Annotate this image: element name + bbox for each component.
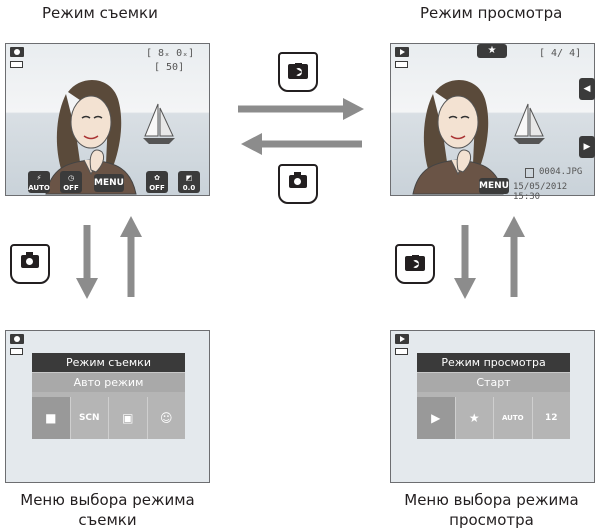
camera-icon — [21, 252, 39, 268]
playback-menu-caption: Меню выбора режима просмотра — [384, 490, 599, 530]
scene-icon: SCN — [78, 413, 100, 423]
exposure-value: 0.0 — [182, 184, 196, 192]
exposure-compensation-button[interactable]: ◩ 0.0 — [178, 171, 200, 193]
camera-icon — [289, 172, 307, 188]
self-timer-label: OFF — [63, 184, 79, 192]
playback-mode-menu-screen: Режим просмотра Старт ▶ ★ AUTO 12 — [390, 330, 595, 483]
play-icon — [405, 255, 425, 271]
shooting-menu-selected: Авто режим — [32, 372, 185, 392]
chevron-right-icon: ▶ — [583, 142, 591, 152]
shooting-mode-title: Режим съемки — [42, 4, 158, 22]
shooting-screen: [ 8ₓ 0ₓ] [ 50] ⚡ AUTO ◷ OFF MENU ✿ OFF ◩… — [5, 43, 210, 196]
shooting-mode-menu-screen: Режим съемки Авто режим ■ SCN ▣ ☺ — [5, 330, 210, 483]
list-by-date-icon: 12 — [544, 413, 558, 423]
playback-mode-icon — [395, 334, 409, 344]
playback-key-bottom[interactable] — [395, 244, 435, 284]
play-icon — [288, 63, 308, 79]
battery-icon — [395, 61, 408, 68]
smart-portrait-option[interactable]: ☺ — [148, 397, 186, 439]
battery-icon — [10, 61, 23, 68]
menu-label: MENU — [94, 178, 124, 188]
frame-counter: [ 4/ 4] — [539, 48, 582, 59]
playback-menu-selected: Старт — [417, 372, 570, 392]
menu-button[interactable]: MENU — [94, 174, 124, 192]
shooting-mode-icon — [10, 334, 24, 344]
exposures-remaining: [ 50] — [154, 62, 185, 73]
flash-mode-label: AUTO — [28, 184, 50, 192]
shooting-key-bottom[interactable] — [10, 244, 50, 284]
sailboat-illustration — [513, 103, 545, 144]
special-effects-icon: ▣ — [122, 411, 134, 425]
flash-mode-button[interactable]: ⚡ AUTO — [28, 171, 50, 193]
shooting-menu-header: Режим съемки — [32, 353, 185, 372]
macro-mode-label: OFF — [149, 184, 165, 192]
shooting-mode-icon — [10, 47, 24, 57]
special-effects-option[interactable]: ▣ — [109, 397, 148, 439]
play-icon: ▶ — [431, 411, 441, 425]
shooting-menu-panel: Режим съемки Авто режим ■ SCN ▣ ☺ — [32, 353, 185, 439]
shooting-key[interactable] — [278, 164, 318, 204]
playback-menu-button[interactable]: MENU — [479, 178, 509, 194]
smart-portrait-icon: ☺ — [159, 411, 173, 425]
favorites-option[interactable]: ★ — [456, 397, 494, 439]
timestamp: 15/05/2012 15:30 — [513, 182, 568, 202]
image-mode-readout: [ 8ₓ 0ₓ] — [146, 48, 195, 59]
auto-sort-icon: AUTO — [501, 414, 524, 422]
favorites-icon: ★ — [468, 411, 480, 425]
shooting-menu-caption-line2: съемки — [78, 511, 137, 529]
auto-mode-option[interactable]: ■ — [32, 397, 71, 439]
exposure-icon: ◩ — [185, 174, 193, 182]
previous-image-button[interactable]: ◀ — [579, 78, 595, 100]
battery-icon — [395, 348, 408, 355]
scene-mode-option[interactable]: SCN — [71, 397, 109, 439]
chevron-left-icon: ◀ — [583, 84, 591, 94]
auto-sort-option[interactable]: AUTO — [494, 397, 533, 439]
self-timer-button[interactable]: ◷ OFF — [60, 171, 82, 193]
file-icon — [525, 168, 534, 178]
shooting-menu-caption-line1: Меню выбора режима — [20, 491, 195, 509]
list-by-date-option[interactable]: 12 — [533, 397, 571, 439]
playback-mode-icon — [395, 47, 409, 57]
playback-screen: ★ [ 4/ 4] ◀ ▶ 0004.JPG MENU 15/05/2012 1… — [390, 43, 595, 202]
star-icon: ★ — [487, 45, 497, 56]
playback-menu-header: Режим просмотра — [417, 353, 570, 372]
next-image-button[interactable]: ▶ — [579, 136, 595, 158]
flash-icon: ⚡ — [36, 174, 42, 182]
camera-icon: ■ — [45, 411, 57, 425]
shooting-menu-caption: Меню выбора режима съемки — [0, 490, 215, 530]
sailboat-illustration — [143, 103, 175, 144]
menu-label: MENU — [479, 181, 509, 191]
battery-icon — [10, 348, 23, 355]
playback-key[interactable] — [278, 52, 318, 92]
macro-icon: ✿ — [154, 174, 160, 182]
playback-menu-panel: Режим просмотра Старт ▶ ★ AUTO 12 — [417, 353, 570, 439]
playback-mode-title: Режим просмотра — [420, 4, 563, 22]
macro-mode-button[interactable]: ✿ OFF — [146, 171, 168, 193]
start-option[interactable]: ▶ — [417, 397, 456, 439]
playback-menu-caption-line2: просмотра — [449, 511, 534, 529]
playback-menu-caption-line1: Меню выбора режима — [404, 491, 579, 509]
file-name: 0004.JPG — [539, 167, 583, 177]
self-timer-icon: ◷ — [67, 174, 75, 182]
favorites-button[interactable]: ★ — [477, 44, 507, 58]
